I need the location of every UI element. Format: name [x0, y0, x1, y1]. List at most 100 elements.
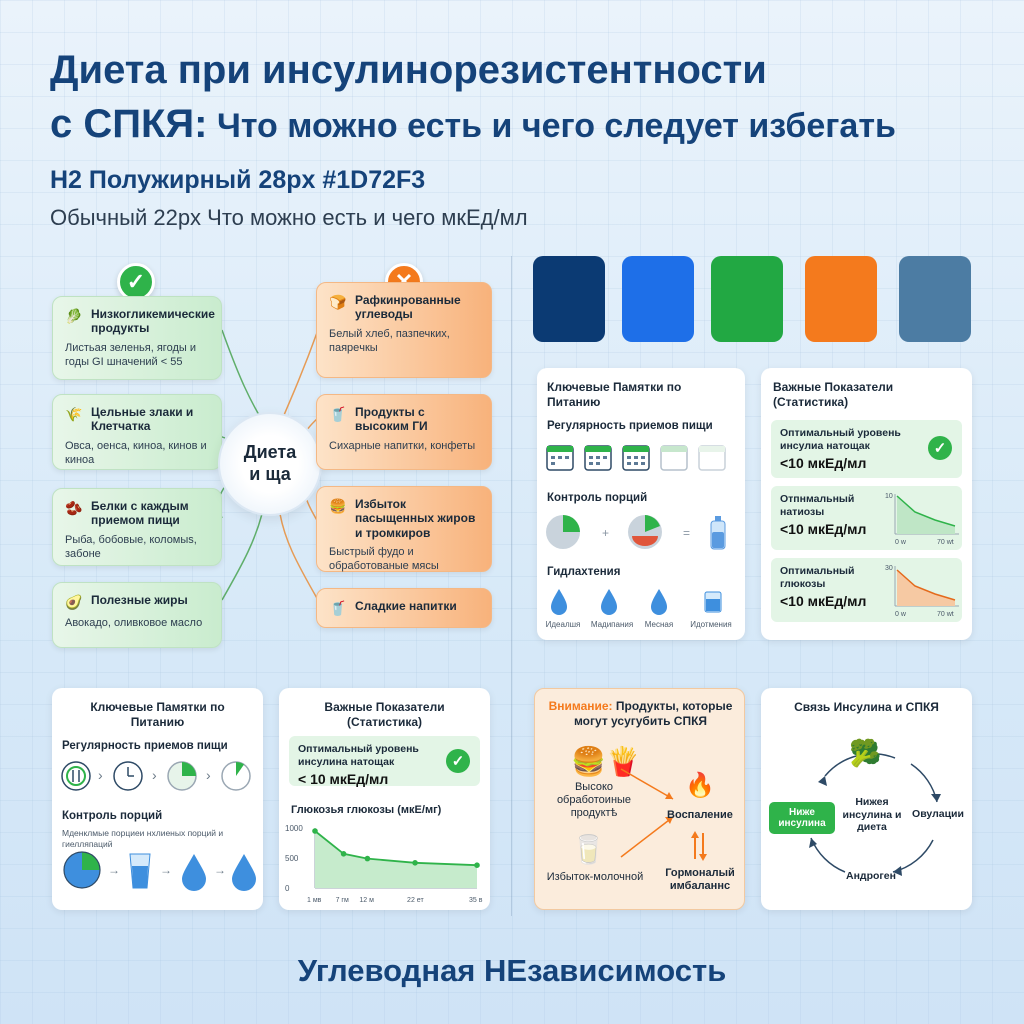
arrow-icon: ›	[152, 767, 157, 783]
h2-spec-label: H2 Полужирный 28px	[50, 166, 316, 194]
connector-green-1	[221, 329, 263, 421]
warning-item-suffix: ѣ	[610, 807, 618, 820]
area-fill	[315, 831, 477, 888]
arrow-icon: ›	[98, 767, 103, 783]
inflammation-label: Воспаление	[667, 809, 733, 821]
warning-rest: Продукты, которые могут усугубить СПКЯ	[573, 699, 733, 728]
updown-arrow-icon	[691, 831, 707, 861]
allowed-card-title: Низкогликемические продукты	[91, 307, 215, 336]
panel-nutrition-memo-bottom: Ключевые Памятки по Питанию Регулярность…	[52, 688, 263, 910]
chart-title: Глюкозья глюкозы (мкЕ/мг)	[291, 804, 442, 816]
panel-warning: Внимание: Продукты, которые могут усугуб…	[534, 688, 745, 910]
mini-chart-ymax: 10	[885, 493, 893, 500]
arrow-icon: →	[108, 863, 120, 877]
regularity-label: Регулярность приемов пищи	[547, 420, 713, 432]
drink-icon: 🥤	[329, 405, 347, 422]
panel-title: Важные Показатели (Статистика)	[324, 700, 445, 729]
avoid-card-title: Рафкинрованные углеводы	[355, 293, 461, 322]
drop-caption: Мадипания	[590, 620, 634, 629]
bean-icon: 🫘	[65, 499, 83, 516]
page-title-line1: Диета при инсулинорезистентности	[50, 48, 767, 92]
y-tick-label: 1000	[285, 824, 303, 833]
bread-icon: 🍞	[329, 293, 347, 310]
milk-icon: 🥛	[571, 834, 606, 865]
drop-icon	[232, 854, 256, 891]
calendar-icon	[584, 445, 612, 471]
equals-sign: =	[683, 526, 691, 540]
clock-icon	[113, 761, 143, 791]
subtitle-spec: Обычный 22px Что можно есть и чего мкЕд/…	[50, 205, 528, 230]
avocado-icon: 🥑	[65, 593, 83, 610]
clock-progress-icon	[167, 761, 197, 791]
stat-value: <10 мкЕд/мл	[780, 455, 867, 472]
panel-title: Связь Инсулина и СПКЯ	[794, 700, 939, 714]
title-rest-part: Что можно есть и чего следует избегать	[216, 107, 896, 145]
allowed-card-body: Рыба, бобовые, коломыs, забоне	[65, 533, 197, 560]
data-point	[340, 851, 347, 857]
warning-arrows	[620, 768, 674, 858]
allowed-card-title: Цельные злаки и Клетчатка	[91, 405, 194, 434]
burger-icon: 🍔	[329, 497, 347, 514]
palette-swatch-navy	[533, 256, 605, 342]
h2-spec: H2 Полужирный 28px #1D72F3	[50, 166, 425, 195]
plus-sign: +	[602, 526, 610, 540]
stat-label: Оптимальный уровень инсулиа натощак	[780, 427, 901, 452]
allowed-card-body: Авокадо, оливковое масло	[65, 617, 203, 629]
mini-chart-x1: 70 wt	[937, 611, 954, 618]
hydration-label: Гидлахтения	[547, 566, 621, 578]
allowed-card-body: Овса, оенса, киноа, кинов и киноа	[65, 439, 207, 466]
avoid-card-body: Белый хлеб, пазпечких, паярeчкы	[329, 327, 450, 354]
data-point	[312, 828, 318, 834]
portion-plate-icon	[63, 851, 101, 889]
section-divider	[511, 256, 512, 916]
calendar-icon	[698, 445, 726, 471]
avoid-card-satfat: 🍔Избыток пасыщенных жиров и тромкиров Бы…	[316, 486, 492, 572]
h2-spec-color: #1D72F3	[322, 166, 426, 194]
stat-value: <10 мкЕд/мл	[780, 521, 867, 538]
calendar-icon	[546, 445, 574, 471]
stat-fasting-insulin: Оптимальный уровень инсулиа натощак <10 …	[771, 420, 962, 478]
x-tick-label: 35 в	[469, 897, 483, 904]
mini-chart-x0: 0 w	[895, 611, 907, 618]
stat-row-3: Оптимальный глюкозы <10 мкЕд/мл 30 0 w 7…	[771, 558, 962, 622]
plate-icon	[628, 515, 662, 549]
warning-item-processed: Высоко обработоиные продуктѣ	[539, 781, 649, 821]
avoid-card-title: Сладкие напитки	[355, 599, 457, 613]
drop-icon	[651, 589, 667, 615]
title-bold-part: с СПКЯ:	[50, 102, 208, 146]
meal-clock-icons: › › ›	[61, 761, 251, 791]
stat-label: Оптимальный уровень инсулина натощак	[298, 743, 419, 768]
allowed-card-title: Полезные жиры	[91, 593, 188, 607]
stat-fasting-insulin: Оптимальный уровень инсулина натощак < 1…	[289, 736, 480, 787]
warning-title: Внимание: Продукты, которые могут усугуб…	[541, 699, 740, 729]
allowed-card-fats: 🥑 Полезные жиры Авокадо, оливковое масло	[52, 582, 222, 648]
regularity-label: Регулярность приемов пищи	[62, 740, 228, 752]
palette-swatch-blue	[622, 256, 694, 342]
stat-label: Оптимальный глюкозы	[780, 565, 855, 590]
check-icon: ✓	[928, 436, 952, 460]
drop-caption: Идотмения	[690, 620, 732, 629]
arrow-icon: →	[160, 863, 172, 877]
x-tick-label: 22 ет	[407, 897, 424, 904]
connector-green-4	[221, 513, 263, 601]
data-point	[474, 862, 480, 868]
panel-title: Ключевые Памятки по Питанию	[90, 700, 225, 729]
panel-stats-top: Важные Показатели (Статистика) Оптимальн…	[761, 368, 972, 640]
portion-label: Контроль порций	[547, 492, 648, 504]
clock-progress-icon	[221, 761, 251, 791]
portion-icons: → → →	[63, 851, 256, 891]
mini-trend-chart-orange: 30 0 w 70 wt	[885, 565, 959, 618]
data-point	[412, 860, 418, 866]
mini-chart-x0: 0 w	[895, 539, 907, 546]
mini-chart-x1: 70 wt	[937, 539, 954, 546]
x-tick-label: 12 м	[359, 897, 374, 904]
fastfood-icon: 🍔🍟	[571, 746, 641, 777]
y-tick-label: 0	[285, 884, 290, 893]
center-line2: и ща	[249, 464, 291, 484]
avoid-card-highgi: 🥤Продукты с высоким ГИ Сихарные напитки,…	[316, 394, 492, 470]
palette-swatch-orange	[805, 256, 877, 342]
mini-chart-ymax: 30	[885, 565, 893, 572]
warning-item-dairy: Избыток-молочной	[546, 871, 644, 883]
mini-trend-chart-green: 10 0 w 70 wt	[885, 493, 959, 546]
